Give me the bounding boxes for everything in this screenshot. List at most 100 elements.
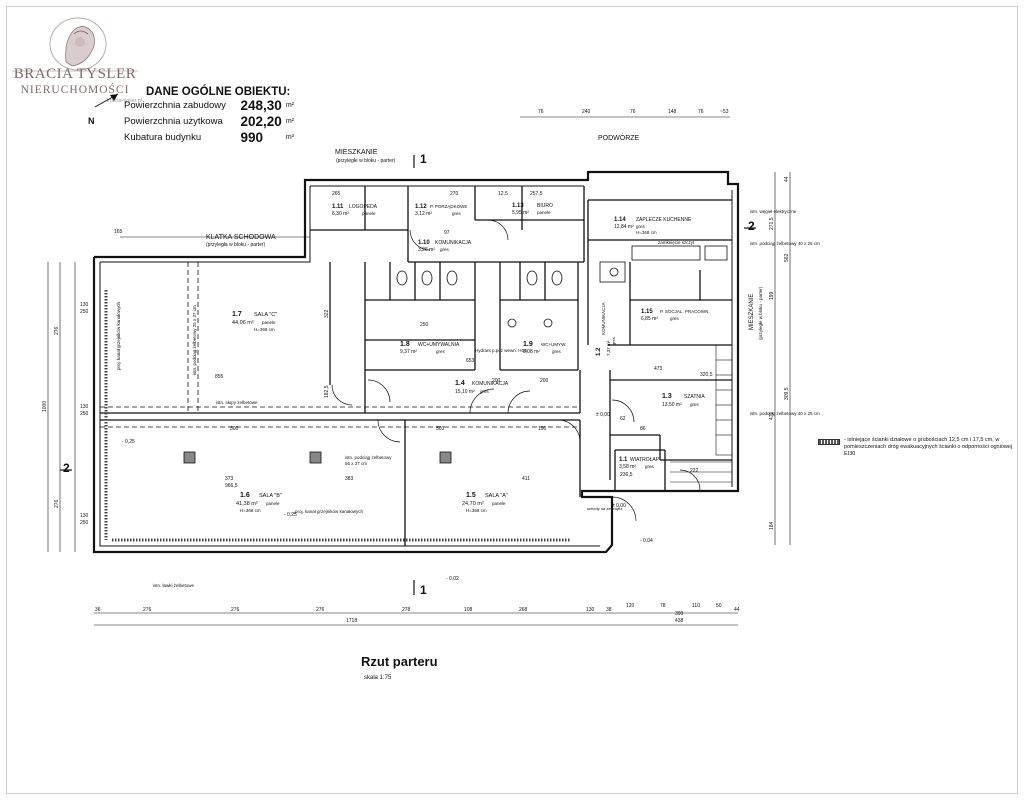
dimension-number: 438 [675,618,684,624]
label-podciag-left: istn. podciąg żelbetowy 25 x 37 cm [192,305,197,375]
dimension-number: 130 [80,513,89,519]
dimension-number: 236,5 [620,472,633,478]
outer-walls [92,170,740,554]
label-hydrant: Hydrant p.poż wewn. HG5 [475,348,528,353]
general-data-label: Kubatura budynku [124,132,202,143]
plan-scale: skala 1:75 [364,675,392,681]
room-1-12: 1.12 P. PORZĄDKOWE 3,12 m² gres [415,204,467,217]
north-label: N [88,116,95,126]
room-area: 3,58 m² [619,464,636,470]
dimension-number: 108 [464,607,473,613]
general-data-row: Powierzchnia użytkowa 202,20 m² [124,114,294,130]
label-schody: schody na zewnątrz [587,506,622,511]
dimension-number: 265 [332,191,341,197]
room-number: 1.1 [619,457,628,463]
room-number: 1.12 [415,204,427,210]
logo-emblem-icon [12,17,138,72]
room-name: KOMUNIKACJA [601,302,606,335]
section-mark: 1 [420,152,427,166]
section-mark: 1 [420,583,427,597]
dimension-numbers-top: 76 240 76 148 76 ~53 [538,109,729,115]
room-1-14: 1.14 ZAPLECZE KUCHENNE 12,84 m² gres H=3… [614,217,692,235]
dimension-number: 271,5 [769,217,775,230]
room-name: KOMUNIKACJA [435,240,472,246]
dimension-number: 373 [225,476,234,482]
dimension-number: 1718 [346,618,357,624]
dimension-numbers-interior: 855 300 503 190 373 966,5 383 411 653 20… [114,191,713,489]
dimension-number: 322 [324,309,330,318]
room-area: 3,12 m² [415,211,432,217]
room-number: 1.7 [232,311,242,318]
radiator-channels [104,290,570,542]
dimension-number: 270 [450,191,459,197]
dimension-number: 86 [640,426,646,432]
toilet-fixtures [396,270,563,328]
room-name: P. SOCJAL. PRACOWN. [660,309,710,314]
room-1-1: 1.1 WIATROŁAP 3,58 m² gres [619,457,660,470]
room-name: WC+UMYWALNIA [418,342,460,348]
dimension-number: 130 [586,607,595,613]
room-floor: gres [552,349,562,354]
room-number: 1.13 [512,203,524,209]
room-1-3: 1.3 SZATNIA 13,50 m² gres [662,393,705,408]
dimension-number: 276 [143,607,152,613]
dimension-number: 383 [345,476,354,482]
room-name: SALA "C" [254,312,277,318]
room-1-5: 1.5 SALA "A" 24,70 m² panele H=368 cm [462,492,508,513]
room-area: 13,50 m² [662,402,682,408]
label-podciag-center-dim: 56 x 37 cm [345,461,367,466]
dimension-number: 78 [660,603,666,609]
room-height: H=368 cm [240,508,261,513]
room-floor: panele [492,501,506,506]
dimension-number: 97 [444,230,450,236]
room-1-10: 1.10 KOMUNIKACJA 3,26 m² gres [418,240,472,253]
dimension-number: 309,5 [784,387,790,400]
general-data-unit: m² [285,118,294,125]
room-1-4: 1.4 KOMUNIKACJA 15,10 m² gres [455,380,509,395]
room-floor: gres [645,464,655,469]
partitions [100,186,732,546]
dimension-lines [47,116,791,626]
dimension-number: 76 [630,109,636,115]
label-mieszkanie-right: MIESZKANIE [749,294,755,330]
label-podciag-right2: istn. podciąg żelbetowy 40 x 25 cm [750,411,820,416]
room-name: KOMUNIKACJA [472,381,509,387]
label-lawki: istn. ławki żelbetowe [153,583,195,588]
room-floor: panele [537,210,551,215]
dimension-number: 44 [784,176,790,182]
general-data-box: DANE OGÓLNE OBIEKTU: Powierzchnia zabudo… [124,86,294,146]
room-area: 44,06 m² [232,320,254,326]
section-markers [60,155,756,595]
label-klatka-sub: (przyległa w bloku - parter) [206,242,266,248]
room-name: WC+UMYW. [541,342,566,347]
dimension-number: 36 [95,607,101,613]
dimension-number: 199 [769,291,775,300]
room-area: 5,95 m² [512,210,529,216]
level-mark: ± 0,00 [596,412,610,418]
general-data-label: Powierzchnia użytkowa [124,116,223,127]
dimension-number: 76 [698,109,704,115]
label-zamkniecie: zamknięcie szczyt [658,240,695,245]
room-floor: gres [670,316,680,321]
room-number: 1.8 [400,341,410,348]
label-slupy: istn. słupy żelbetowe [216,400,258,405]
brand-logo: BRACIA TYSLER NIERUCHOMOŚCI bracia-tysle… [8,14,142,104]
dimension-number: 44 [734,607,740,613]
label-klatka: KLATKA SCHODOWA [206,234,276,241]
north-arrow-icon: N [88,93,119,126]
dimension-number: 62 [620,416,626,422]
room-height: H=368 cm [466,508,487,513]
dimension-number: 276 [54,499,60,508]
dimension-numbers-left: 1000 130 250 276 130 250 276 130 250 [42,302,89,526]
dimension-number: 276 [54,326,60,335]
room-name: SALA "B" [259,493,282,499]
room-area: 6,30 m² [332,211,349,217]
room-1-2: 1.2 KOMUNIKACJA 7,37 m² gres [596,302,616,356]
dimension-number: 278 [402,607,411,613]
level-mark: ± 0,00 [612,503,626,509]
dimension-number: 240 [582,109,591,115]
room-floor: panele [266,501,280,506]
room-1-15: 1.15 P. SOCJAL. PRACOWN. 6,85 m² gres [641,309,710,322]
room-1-13: 1.13 BIURO 5,95 m² panele [512,203,553,216]
